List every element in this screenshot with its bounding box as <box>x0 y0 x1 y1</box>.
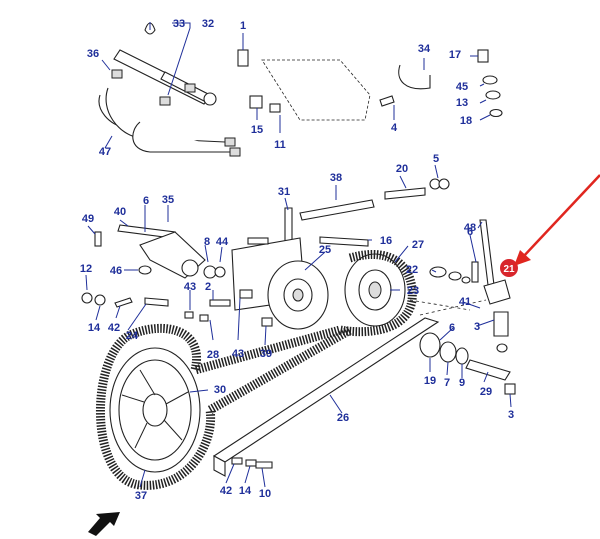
callout-45: 45 <box>456 81 468 93</box>
callout-15: 15 <box>251 124 263 136</box>
callout-47: 47 <box>99 146 111 158</box>
idler-pulley-23-27 <box>344 253 406 327</box>
callout-26: 26 <box>337 412 349 424</box>
callout-11: 11 <box>274 139 286 151</box>
callout-46: 46 <box>110 265 122 277</box>
callout-43b: 43 <box>232 348 244 360</box>
callout-35: 35 <box>162 194 174 206</box>
callout-24: 24 <box>126 330 139 342</box>
callout-39: 39 <box>260 348 272 360</box>
callout-10: 10 <box>259 488 271 500</box>
callout-1: 1 <box>240 20 246 32</box>
callout-49: 49 <box>82 213 94 225</box>
callout-31: 31 <box>278 186 290 198</box>
callout-23: 23 <box>407 285 419 297</box>
callout-33: 33 <box>173 18 185 30</box>
callout-34: 34 <box>418 43 431 55</box>
callout-14a: 14 <box>88 322 101 334</box>
drive-belt <box>95 249 417 490</box>
callout-13: 13 <box>456 97 468 109</box>
large-pulley-30 <box>109 347 201 473</box>
upper-bracket-plate <box>237 49 503 121</box>
callout-3a: 3 <box>474 321 480 333</box>
callout-25: 25 <box>319 244 331 256</box>
highlight-callout-21[interactable]: 21 <box>500 259 518 277</box>
callout-18: 18 <box>460 115 472 127</box>
callout-32: 32 <box>202 18 214 30</box>
callout-9: 9 <box>459 377 465 389</box>
callout-labels: 1 4 5 6 6 6 7 8 9 10 11 12 13 14 14 15 1… <box>80 18 514 502</box>
callout-44: 44 <box>216 236 229 248</box>
highlight-badge <box>500 259 518 277</box>
callout-19: 19 <box>424 375 436 387</box>
callout-29: 29 <box>480 386 492 398</box>
idler-pulley-25 <box>267 260 329 330</box>
right-side-hardware <box>231 219 516 469</box>
callout-6a: 6 <box>143 195 149 207</box>
callout-17: 17 <box>449 49 461 61</box>
callout-12: 12 <box>80 263 92 275</box>
callout-48: 48 <box>464 222 476 234</box>
direction-arrow-icon <box>88 512 120 536</box>
callout-42b: 42 <box>220 485 232 497</box>
callout-2: 2 <box>205 281 211 293</box>
callout-36: 36 <box>87 48 99 60</box>
callout-41: 41 <box>459 296 471 308</box>
hydraulic-cylinder-assembly <box>98 22 241 157</box>
callout-40: 40 <box>114 206 126 218</box>
callout-43a: 43 <box>184 281 196 293</box>
callout-6b: 6 <box>467 226 473 238</box>
callout-5: 5 <box>433 153 439 165</box>
callout-3b: 3 <box>508 409 514 421</box>
callout-8: 8 <box>204 236 210 248</box>
callout-42a: 42 <box>108 322 120 334</box>
leader-lines <box>85 22 512 488</box>
callout-22: 22 <box>406 264 418 276</box>
highlight-label: 21 <box>503 264 515 275</box>
callout-6c: 6 <box>449 322 455 334</box>
callout-38: 38 <box>330 172 342 184</box>
callout-27: 27 <box>412 239 424 251</box>
callout-28: 28 <box>207 349 219 361</box>
belt-guide-bar <box>212 317 440 477</box>
red-arrow-icon <box>514 174 600 266</box>
callout-16: 16 <box>380 235 392 247</box>
callout-7: 7 <box>444 377 450 389</box>
callout-20: 20 <box>396 163 408 175</box>
callout-37: 37 <box>135 490 147 502</box>
callout-14b: 14 <box>239 485 252 497</box>
callout-30: 30 <box>214 384 226 396</box>
callout-4: 4 <box>391 122 398 134</box>
